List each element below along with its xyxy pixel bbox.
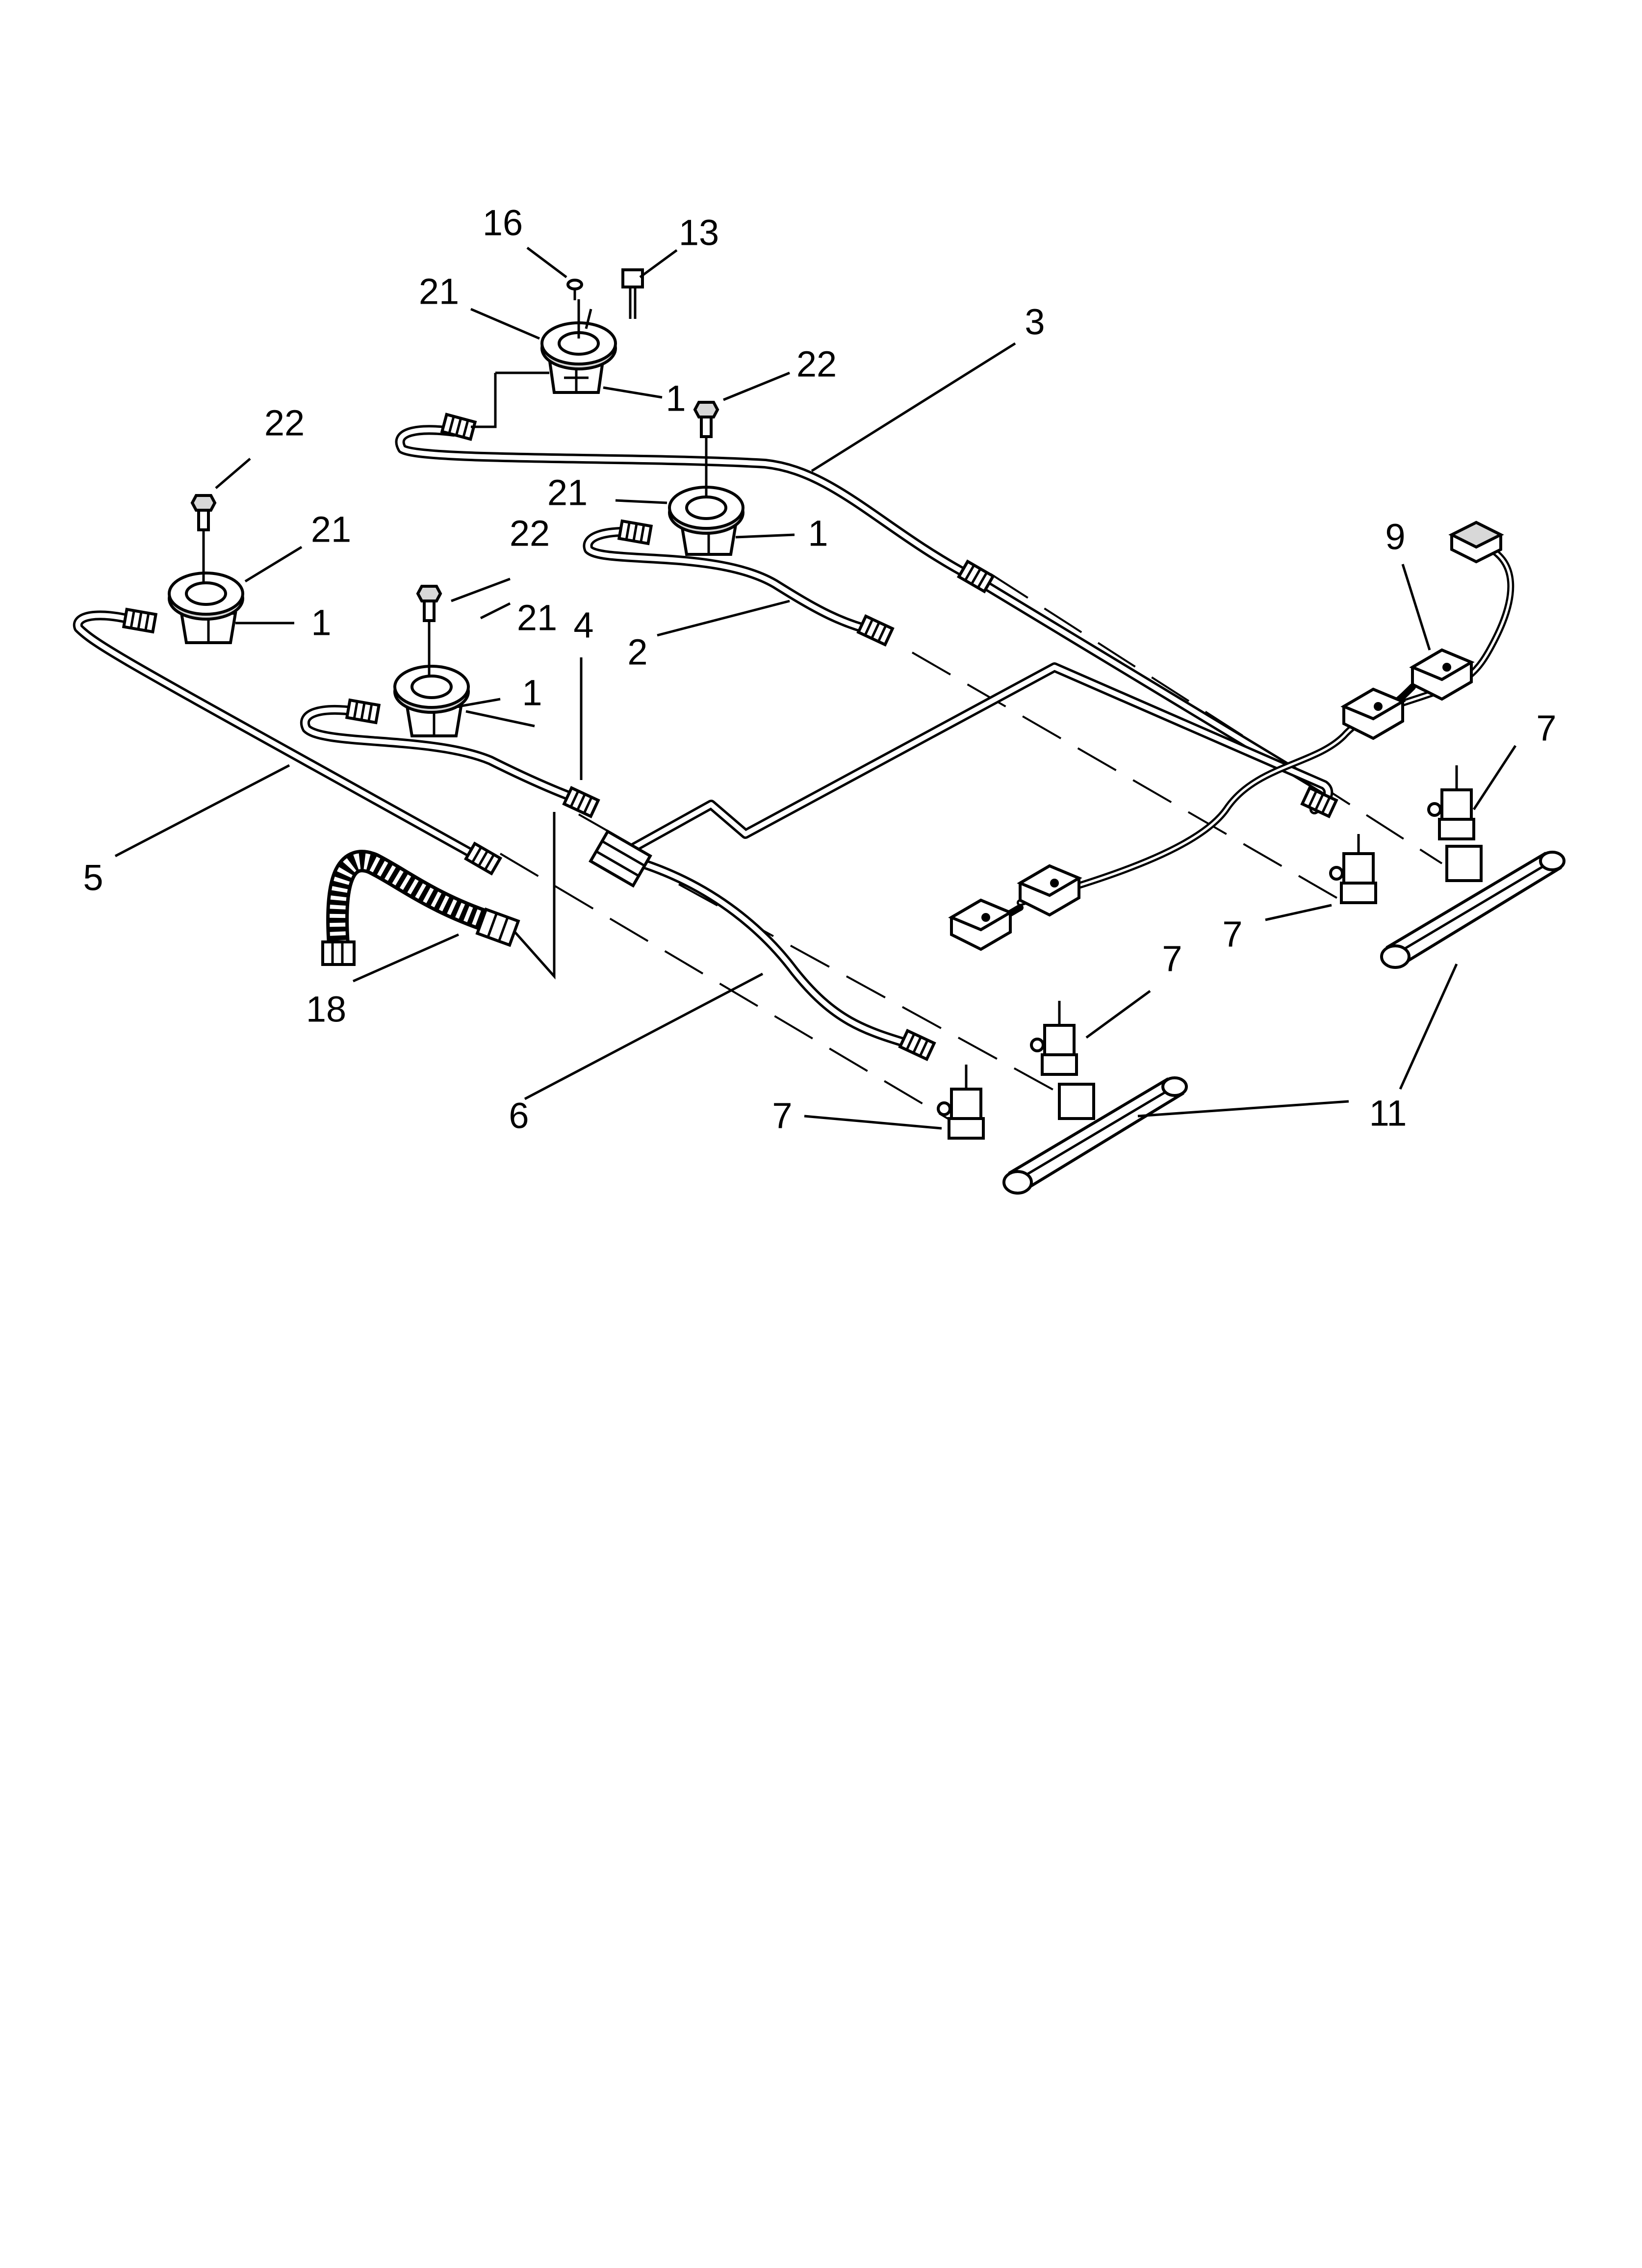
wire-terminal <box>948 898 1014 951</box>
top-valve-group <box>471 268 644 428</box>
callout-2: 2 <box>627 632 647 673</box>
gas-tube-4 <box>300 704 584 805</box>
screw-22 <box>693 401 719 438</box>
callout-1: 1 <box>522 673 542 713</box>
callout-21: 21 <box>547 472 588 513</box>
callout-13: 13 <box>679 212 719 253</box>
front-valve-group <box>393 585 470 737</box>
manifold-nut <box>589 829 652 888</box>
wire-terminal <box>1017 864 1082 917</box>
callout-7: 7 <box>1162 938 1182 979</box>
left-valve-group <box>168 494 244 644</box>
callout-7: 7 <box>1536 708 1556 749</box>
callout-7: 7 <box>1222 914 1242 955</box>
callout-1: 1 <box>311 602 331 643</box>
tube-fittings <box>122 413 1338 1061</box>
screw-22 <box>416 585 442 622</box>
orifice-holder <box>937 1065 985 1140</box>
flex-gas-line <box>321 812 556 980</box>
orifice-holder <box>1329 834 1377 904</box>
wire-terminal <box>1409 648 1475 701</box>
callout-21: 21 <box>419 271 459 312</box>
manifold-tube <box>618 662 1334 859</box>
dashed-centerlines <box>499 573 1443 1139</box>
callout-11: 11 <box>1369 1093 1407 1134</box>
callout-21: 21 <box>311 509 351 550</box>
orifice-holder <box>1030 1001 1095 1120</box>
gas-tube-2 <box>583 527 888 638</box>
callout-labels: 16 13 21 3 1 22 22 21 1 21 22 9 1 21 4 2… <box>83 203 1556 1136</box>
callout-3: 3 <box>1025 302 1045 342</box>
screw-16 <box>566 279 583 300</box>
callout-1: 1 <box>666 378 686 419</box>
igniter-switch-13 <box>621 268 644 319</box>
burner-bar-left <box>1002 1076 1188 1195</box>
wire-terminal <box>1340 687 1406 740</box>
screw-22 <box>190 494 217 531</box>
callout-7: 7 <box>772 1095 792 1136</box>
gas-tube-6 <box>638 859 917 1050</box>
orifice-holder <box>1427 765 1483 882</box>
callout-21: 21 <box>517 598 557 638</box>
callout-22: 22 <box>510 513 550 554</box>
callout-16: 16 <box>483 203 523 243</box>
callout-22: 22 <box>796 344 837 385</box>
leader-lines <box>114 247 1517 1130</box>
callout-5: 5 <box>83 858 103 898</box>
callout-9: 9 <box>1385 517 1405 557</box>
callout-4: 4 <box>573 605 593 646</box>
mid-valve-group <box>668 401 744 556</box>
harness-connector <box>1448 521 1504 564</box>
burner-bar-right <box>1380 851 1565 969</box>
gas-tube-5 <box>73 610 486 863</box>
callout-22: 22 <box>264 403 305 443</box>
callout-18: 18 <box>306 989 346 1030</box>
gas-tube-3 <box>395 425 1329 795</box>
callout-1: 1 <box>808 513 828 554</box>
callout-6: 6 <box>509 1095 529 1136</box>
ignition-harness <box>948 521 1514 951</box>
